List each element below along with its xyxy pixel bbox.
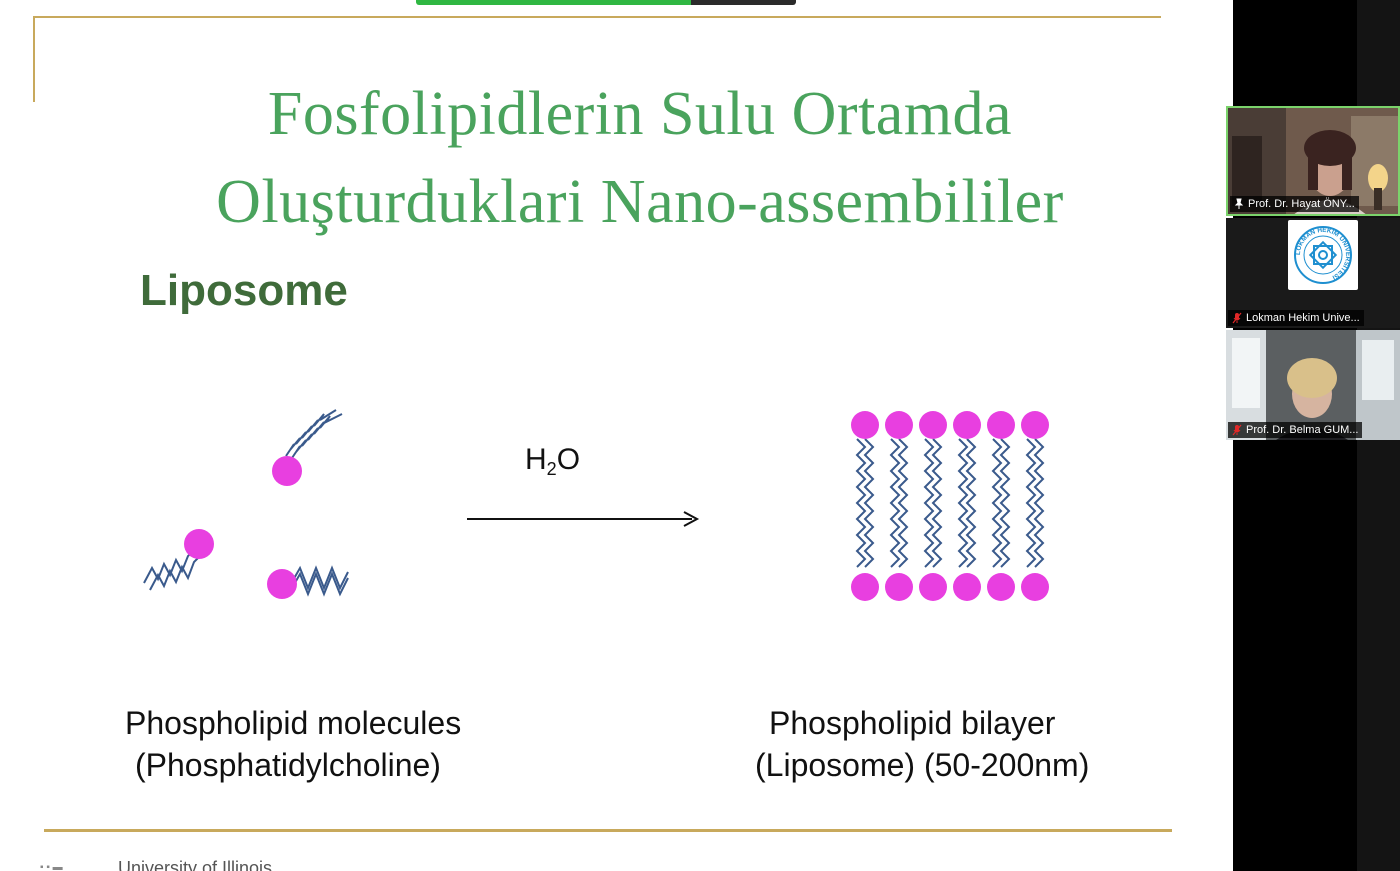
bilayer-head-top [953,411,981,439]
shared-screen: Fosfolipidlerin Sulu Ortamda Oluşturdukl… [33,0,1172,871]
lipid-tail [931,438,943,568]
slide-title: Fosfolipidlerin Sulu Ortamda Oluşturdukl… [120,70,1160,246]
svg-text:LOKMAN HEKİM ÜNİVERSİTESİ: LOKMAN HEKİM ÜNİVERSİTESİ [1295,227,1351,282]
left-caption-line2: (Phosphatidylcholine) [135,747,441,783]
lipid-tail [991,438,1003,568]
participant-video [1226,330,1400,440]
lipid-tail [999,438,1011,568]
lokman-hekim-logo: LOKMAN HEKİM ÜNİVERSİTESİ [1288,220,1358,290]
lipid-head-1 [272,456,302,486]
phospholipid-bilayer [851,411,1049,601]
left-caption-line1: Phospholipid molecules [125,705,462,741]
lipid-tail [1033,438,1045,568]
share-options-bar[interactable] [691,0,796,5]
participant-tile[interactable]: Prof. Dr. Hayat ÖNY... [1226,106,1400,216]
participant-name-label: Lokman Hekim Unive... [1228,310,1364,326]
free-lipid-1 [272,409,343,486]
participant-tile[interactable]: LOKMAN HEKİM ÜNİVERSİTESİ Lokman Hekim U… [1226,218,1400,328]
bilayer-head-top [919,411,947,439]
lipid-tail [863,438,875,568]
left-caption: Phospholipid molecules (Phosphatidylchol… [125,702,461,786]
lipid-tail [1025,438,1037,568]
muted-mic-icon [1232,312,1242,324]
bilayer-head-bottom [919,573,947,601]
bilayer-head-top [987,411,1015,439]
lipid-tail [957,438,969,568]
slide-bottom-rule [44,829,1172,832]
lipid-tail [855,438,867,568]
free-lipid-3 [267,565,349,599]
right-caption-line2: (Liposome) (50-200nm) [755,747,1090,783]
bilayer-head-top [885,411,913,439]
screen-share-indicator[interactable] [416,0,796,5]
bilayer-head-bottom [851,573,879,601]
lipid-tail [889,438,901,568]
slide-title-line1: Fosfolipidlerin Sulu Ortamda [267,80,1013,148]
lipid-head-2 [184,529,214,559]
participant-name-label: Prof. Dr. Hayat ÖNY... [1230,196,1359,212]
slide-footer-text: University of Illinois [118,858,273,871]
bilayer-head-bottom [953,573,981,601]
reaction-arrow [467,511,700,527]
share-status-bar[interactable] [416,0,691,5]
slide-left-rule [33,16,35,102]
bilayer-head-bottom [987,573,1015,601]
bilayer-head-bottom [1021,573,1049,601]
lipid-tail [897,438,909,568]
slide-title-line2: Oluşturduklari Nano-assembililer [216,168,1064,236]
slide-top-rule [33,16,1161,18]
lipid-tail [923,438,935,568]
bilayer-head-top [1021,411,1049,439]
university-logo: ▪ ▪ ▬ [40,862,63,871]
participant-tile[interactable]: Prof. Dr. Belma GUM... [1226,330,1400,440]
participant-name-label: Prof. Dr. Belma GUM... [1228,422,1363,438]
right-caption-line1: Phospholipid bilayer [769,705,1056,741]
liposome-diagram [143,409,1049,601]
free-lipid-2 [143,529,214,591]
bilayer-head-bottom [885,573,913,601]
water-label: H2O [525,443,581,479]
muted-mic-icon [1232,424,1242,436]
pin-icon [1234,198,1244,209]
slide-subtitle: Liposome [140,266,348,315]
lipid-head-3 [267,569,297,599]
lipid-tail [965,438,977,568]
bilayer-head-top [851,411,879,439]
right-caption: Phospholipid bilayer (Liposome) (50-200n… [755,702,1089,786]
free-lipid-molecules [143,409,349,599]
